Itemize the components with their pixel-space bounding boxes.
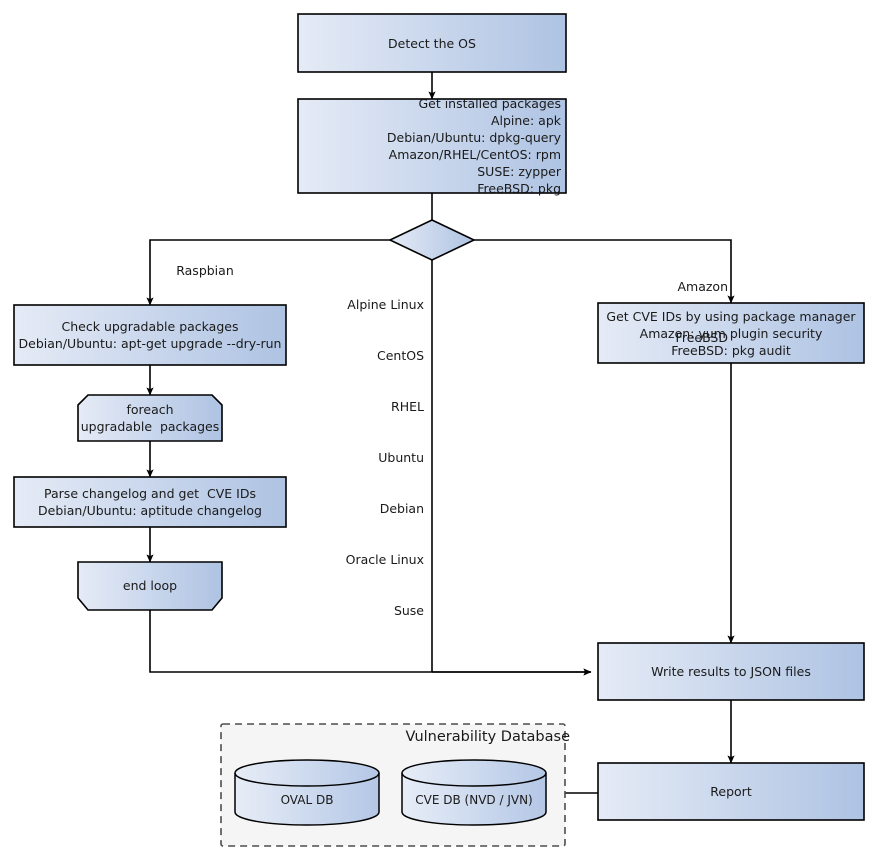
end-loop-node[interactable] bbox=[78, 562, 222, 610]
line: Suse bbox=[393, 603, 424, 618]
line: FreeBSD bbox=[675, 330, 728, 345]
node-parse-changelog bbox=[13, 476, 287, 528]
node-end-loop bbox=[77, 561, 223, 611]
node-get-cve-ids bbox=[597, 302, 865, 364]
os-decision-node[interactable] bbox=[390, 220, 474, 260]
node-report bbox=[597, 762, 865, 821]
line: CentOS bbox=[376, 348, 424, 363]
edge-decision-amazon bbox=[474, 239, 735, 304]
node-foreach-loop bbox=[77, 394, 223, 442]
write-results-node[interactable] bbox=[598, 643, 864, 700]
check-upgradable-node[interactable] bbox=[14, 305, 286, 365]
get-cve-ids-node[interactable] bbox=[598, 303, 864, 363]
connector-group bbox=[146, 72, 735, 794]
oval-db-cylinder bbox=[234, 759, 380, 826]
line: RHEL bbox=[391, 399, 424, 414]
node-os-decision bbox=[388, 219, 476, 261]
edge-label-amazon-freebsd: Amazon FreeBSD bbox=[610, 244, 728, 380]
line: Alpine Linux bbox=[347, 297, 424, 312]
node-check-upgradable bbox=[13, 304, 287, 366]
parse-changelog-node[interactable] bbox=[14, 477, 286, 527]
line: Debian bbox=[379, 501, 424, 516]
detect-os-node[interactable] bbox=[298, 14, 566, 72]
edge-decision-raspbian bbox=[146, 239, 390, 306]
foreach-loop-node[interactable] bbox=[78, 395, 222, 441]
edge-label-os-list: Alpine Linux CentOS RHEL Ubuntu Debian O… bbox=[306, 262, 424, 653]
line: Ubuntu bbox=[378, 450, 424, 465]
line: Oracle Linux bbox=[345, 552, 424, 567]
node-detect-os bbox=[297, 13, 567, 73]
oval-db-node[interactable] bbox=[235, 760, 379, 825]
node-get-installed-packages bbox=[297, 98, 567, 194]
node-write-results bbox=[597, 642, 865, 701]
edge-label-raspbian: Raspbian bbox=[176, 263, 234, 278]
vulnerability-database-title: Vulnerability Database bbox=[405, 729, 570, 745]
get-installed-packages-node[interactable] bbox=[298, 99, 566, 193]
line: Amazon bbox=[677, 279, 728, 294]
cve-db-cylinder bbox=[401, 759, 547, 826]
cve-db-node[interactable] bbox=[402, 760, 546, 825]
report-node[interactable] bbox=[598, 763, 864, 820]
